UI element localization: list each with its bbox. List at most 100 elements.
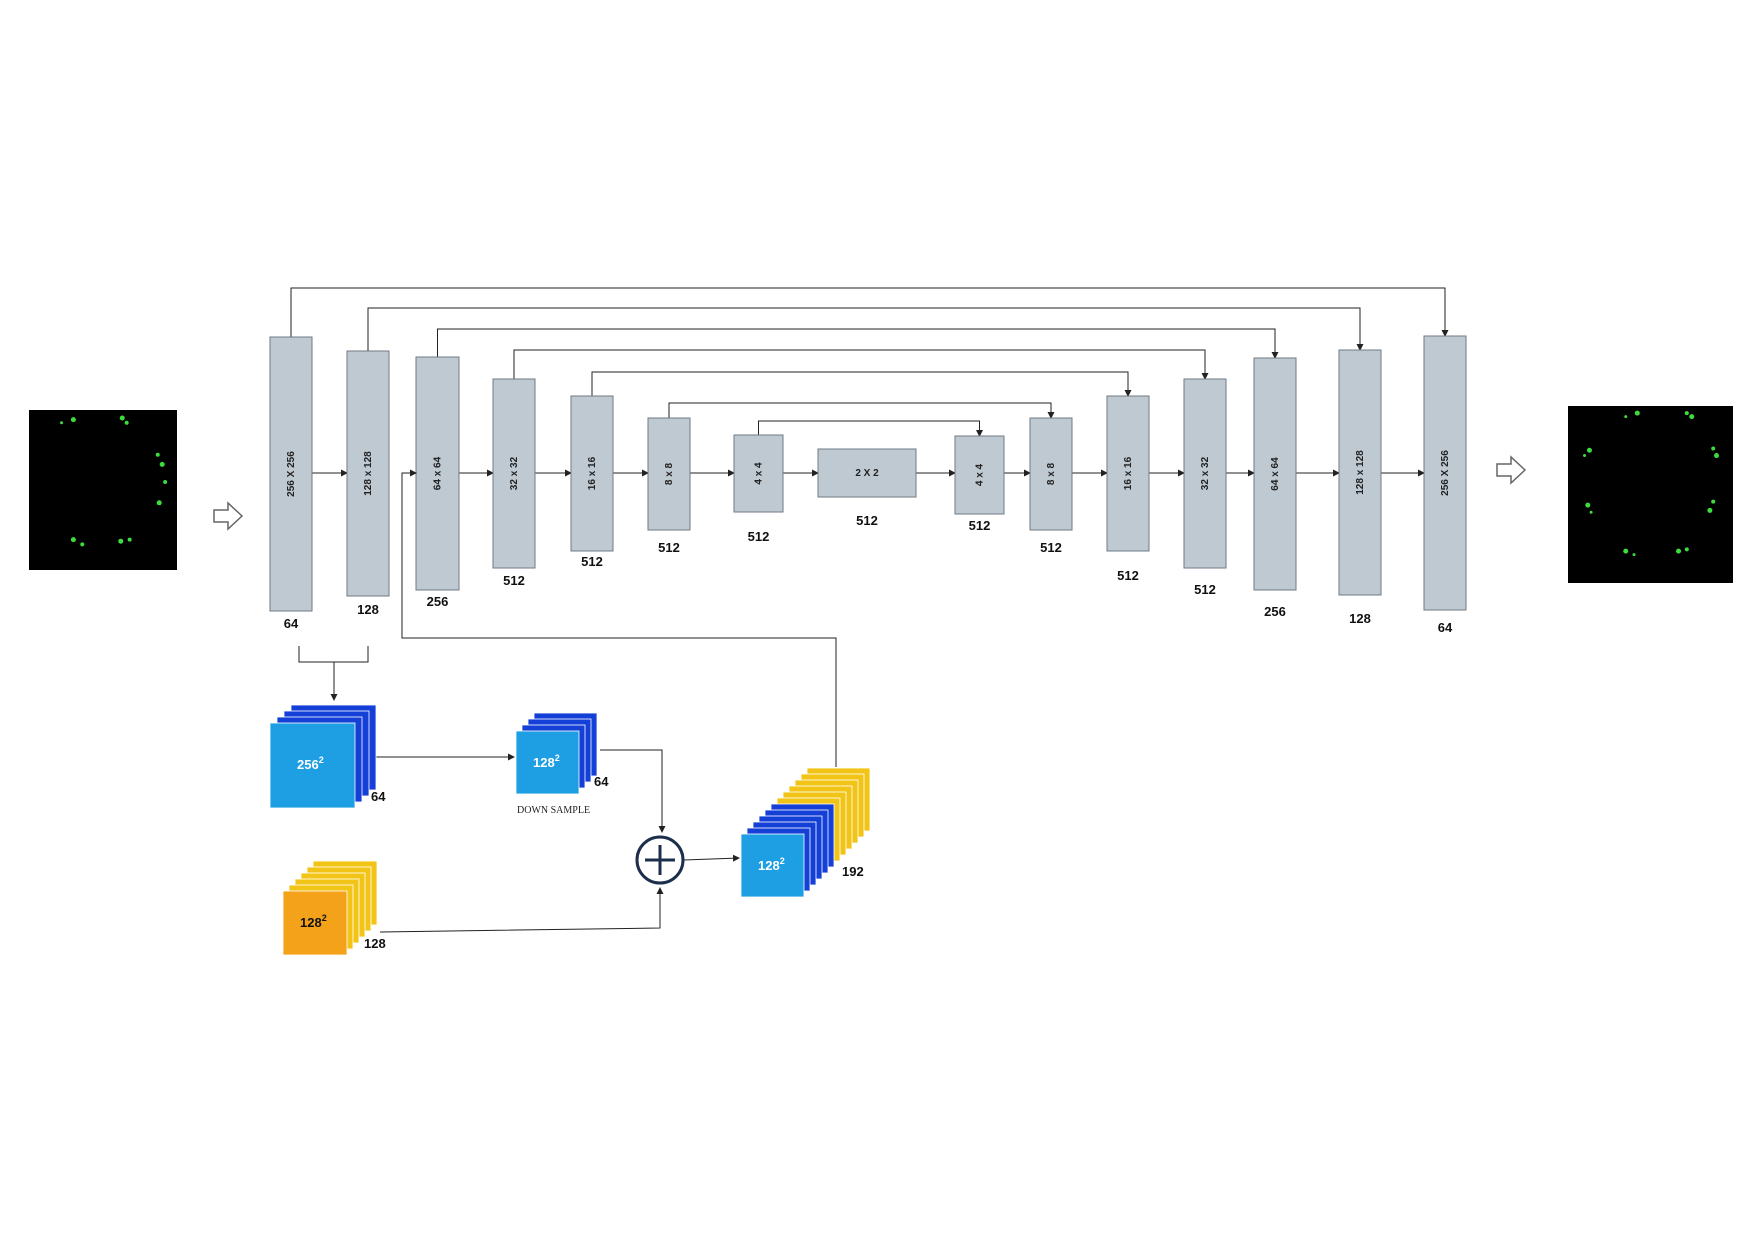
encoder-block-1-channels: 64 <box>284 616 299 631</box>
cell-dot <box>163 480 168 484</box>
encoder-block-7-rect <box>733 434 784 513</box>
cell-dot <box>1684 411 1689 416</box>
decoder-block-4-channels: 512 <box>1194 582 1216 597</box>
stack-result-count: 192 <box>842 864 864 879</box>
stack-128-orange <box>282 860 378 956</box>
cell-dot <box>1632 553 1636 557</box>
decoder-block-1-channels: 512 <box>969 518 991 533</box>
stack-orange-label: 1282 <box>300 913 327 930</box>
encoder-block-4-size: 32 x 32 <box>509 456 520 490</box>
encoder-block-5-size: 16 x 16 <box>587 456 598 490</box>
decoder-block-7-rect <box>1423 335 1467 611</box>
stack-128-down <box>515 712 598 795</box>
cell-dot <box>1689 414 1695 420</box>
bottleneck-block-rect <box>817 448 917 498</box>
encoder-block-5-rect <box>570 395 614 552</box>
cell-dot <box>1714 453 1719 459</box>
skip-connections <box>290 287 1449 437</box>
stack-result-label: 1282 <box>758 856 785 873</box>
encoder-block-7: 4 x 4 512 <box>733 434 784 544</box>
cell-dot <box>156 500 162 506</box>
skip-connection <box>437 328 1279 359</box>
encoder-block-5: 16 x 16 512 <box>570 395 614 569</box>
cell-dot <box>1583 454 1586 458</box>
skip-connection <box>758 420 983 437</box>
output-image-background <box>1568 406 1733 583</box>
encoder-block-3-size: 64 x 64 <box>433 456 444 490</box>
cell-dot <box>60 421 64 425</box>
decoder-block-5: 64 x 64 256 <box>1253 357 1297 619</box>
stack-128-down-layer <box>515 730 580 795</box>
encoder-block-6-rect <box>647 417 691 531</box>
decoder-block-1-rect <box>954 435 1005 515</box>
decoder-block-1-size: 4 x 4 <box>975 463 986 486</box>
input-image <box>29 410 177 570</box>
stack-large-label: 2562 <box>297 755 324 772</box>
encoder-block-7-size: 4 x 4 <box>754 462 765 485</box>
skip-connection <box>513 349 1209 380</box>
bottleneck-block-channels: 512 <box>856 513 878 528</box>
encoder-block-2-size: 128 x 128 <box>363 451 374 496</box>
encoder-block-3-rect <box>415 356 460 591</box>
encoder-block-7-channels: 512 <box>748 529 770 544</box>
encoder-block-6-size: 8 x 8 <box>664 462 675 485</box>
fusion-connectors <box>298 469 837 933</box>
cell-dot <box>1634 410 1640 416</box>
stack-192 <box>740 767 871 898</box>
feature-stacks <box>269 704 871 956</box>
input-arrow-icon <box>213 501 244 531</box>
cell-dot <box>119 415 125 421</box>
add-operator-icon <box>635 835 685 885</box>
stack-small-count: 64 <box>594 774 609 789</box>
cell-dot <box>1711 446 1716 451</box>
input-image-background <box>29 410 177 570</box>
decoder-block-5-size: 64 x 64 <box>1270 457 1281 491</box>
encoder-block-2: 128 x 128 128 <box>346 350 390 617</box>
skip-connection <box>668 402 1055 419</box>
output-image <box>1568 406 1733 583</box>
encoder-block-4-channels: 512 <box>503 573 525 588</box>
stack-orange-count: 128 <box>364 936 386 951</box>
decoder-block-4: 32 x 32 512 <box>1183 378 1227 597</box>
encoder-block-3-channels: 256 <box>427 594 449 609</box>
decoder-block-5-rect <box>1253 357 1297 591</box>
decoder-block-3-channels: 512 <box>1117 568 1139 583</box>
decoder-block-6-size: 128 x 128 <box>1355 450 1366 495</box>
encoder-block-2-channels: 128 <box>357 602 379 617</box>
bottleneck-block: 2 X 2 512 <box>817 448 917 528</box>
stack-large-count: 64 <box>371 789 386 804</box>
cell-dot <box>1585 502 1591 508</box>
decoder-block-5-channels: 256 <box>1264 604 1286 619</box>
stack-small-label: 1282 <box>533 753 560 770</box>
encoder-block-1-size: 256 X 256 <box>286 451 297 497</box>
cell-dot <box>1707 507 1713 513</box>
decoder-block-3-size: 16 x 16 <box>1123 456 1134 490</box>
decoder-block-7-channels: 64 <box>1438 620 1453 635</box>
bottleneck-block-size: 2 X 2 <box>855 468 879 479</box>
decoder-block-7: 256 X 256 64 <box>1423 335 1467 635</box>
cell-dot <box>118 538 124 544</box>
down-sample-caption: DOWN SAMPLE <box>517 805 590 816</box>
output-arrow-icon <box>1496 455 1527 485</box>
decoder-block-2-rect <box>1029 417 1073 531</box>
skip-connection <box>367 307 1364 351</box>
decoder-block-7-size: 256 X 256 <box>1440 450 1451 496</box>
decoder-block-2: 8 x 8 512 <box>1029 417 1073 555</box>
cell-dot <box>127 537 132 542</box>
decoder-block-2-size: 8 x 8 <box>1046 462 1057 485</box>
skip-connection <box>290 287 1449 337</box>
decoder-block-4-size: 32 x 32 <box>1200 456 1211 490</box>
decoder-block-6-rect <box>1338 349 1382 596</box>
decoder-block-3-rect <box>1106 395 1150 552</box>
encoder-block-5-channels: 512 <box>581 554 603 569</box>
cell-dot <box>159 461 165 467</box>
cell-dot <box>70 417 76 423</box>
decoder-block-2-channels: 512 <box>1040 540 1062 555</box>
skip-connection <box>591 371 1132 397</box>
cell-dot <box>155 452 160 457</box>
cell-dot <box>1711 499 1716 504</box>
cell-dot <box>1589 510 1593 514</box>
stack-256-layer <box>269 722 356 809</box>
